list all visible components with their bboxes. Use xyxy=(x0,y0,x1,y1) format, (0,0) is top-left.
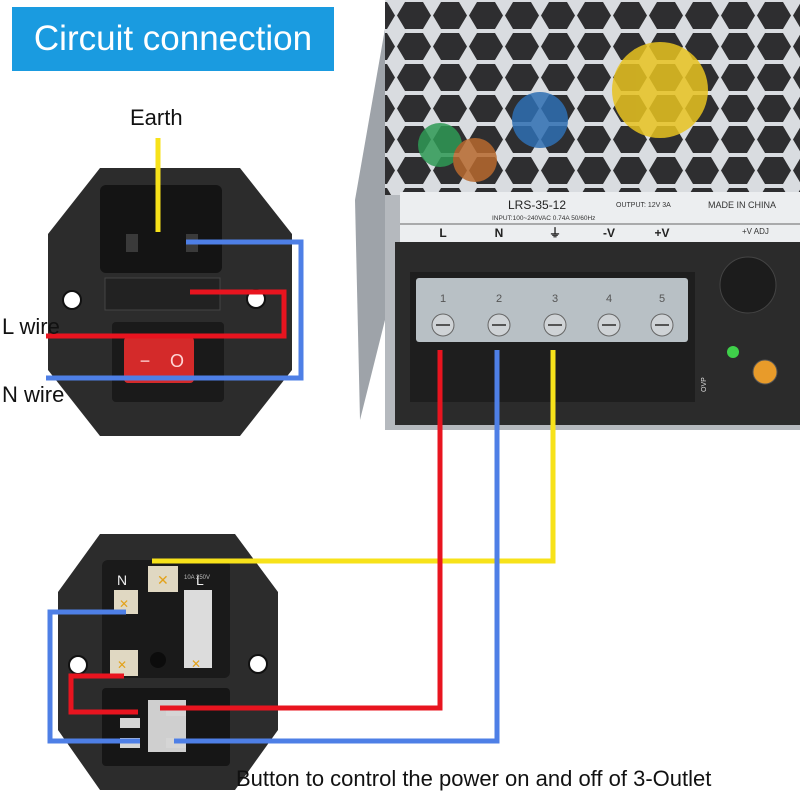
top-pin-left xyxy=(126,234,138,252)
top-mount-hole-left xyxy=(62,290,82,310)
bottom-mount-hole-right xyxy=(248,654,268,674)
terminal-label-4: -V xyxy=(603,226,615,240)
bottom-center-hole xyxy=(150,652,166,668)
top-rocker-switch[interactable] xyxy=(124,337,194,383)
bottom-l-tab xyxy=(184,590,212,668)
terminal-screw-2[interactable]: 2 xyxy=(487,293,511,337)
psu-led xyxy=(727,346,739,358)
psu-input-spec: INPUT:100~240VAC 0.74A 50/60Hz xyxy=(492,215,595,222)
terminal-number-5: 5 xyxy=(659,293,665,305)
terminal-number-4: 4 xyxy=(606,293,612,305)
svg-text:✕: ✕ xyxy=(117,658,127,672)
psu-made-in: MADE IN CHINA xyxy=(708,200,776,210)
live-wire-bottom xyxy=(68,673,138,715)
socket-rating: 10A 250V xyxy=(184,575,210,581)
svg-text:✕: ✕ xyxy=(157,572,169,588)
bottom-mount-hole-left xyxy=(68,655,88,675)
terminal-screw-1[interactable]: 1 xyxy=(431,293,455,337)
top-inlet xyxy=(100,185,222,273)
switch-on-symbol: O xyxy=(170,351,184,371)
neutral-wire-bottom xyxy=(47,609,140,744)
terminal-screws: 1 2 3 4 5 xyxy=(431,293,674,337)
terminal-number-1: 1 xyxy=(440,293,446,305)
title-banner: Circuit connection xyxy=(12,7,334,71)
psu-components xyxy=(418,42,708,182)
terminal-screw-5[interactable]: 5 xyxy=(650,293,674,337)
bottom-fuse-tab xyxy=(110,650,138,676)
neutral-wire-psu xyxy=(174,350,500,744)
terminal-number-3: 3 xyxy=(552,293,558,305)
caption: Button to control the power on and off o… xyxy=(236,766,712,791)
earth-wire-psu xyxy=(152,350,556,564)
pin-label-l: L xyxy=(196,572,204,588)
wiring xyxy=(46,138,556,744)
bottom-power-socket: ✕ ✕ ✕ ✕ N L 10A 250V xyxy=(58,534,278,790)
bottom-earth-tab xyxy=(148,566,178,592)
top-power-socket: − O xyxy=(48,168,292,436)
n-wire-label: N wire xyxy=(2,382,65,407)
banner-title: Circuit connection xyxy=(33,19,313,58)
terminal-label-3: ⏚ xyxy=(549,226,561,240)
terminal-label-5: +V xyxy=(654,226,669,240)
terminal-screw-3[interactable]: 3 xyxy=(543,293,567,337)
l-wire-label: L wire xyxy=(2,314,60,339)
psu-capacitor xyxy=(719,256,777,314)
live-wire-psu xyxy=(160,350,443,711)
adj-potentiometer[interactable] xyxy=(752,359,778,385)
psu-output-spec: OUTPUT: 12V 3A xyxy=(616,202,671,209)
adj-label: +V ADJ xyxy=(742,227,769,236)
live-wire-top xyxy=(46,289,287,339)
neutral-wire-top xyxy=(46,239,304,381)
terminal-label-1: L xyxy=(439,226,446,240)
psu-model: LRS-35-12 xyxy=(508,198,566,212)
pin-label-n: N xyxy=(117,572,127,588)
terminal-screw-4[interactable]: 4 xyxy=(597,293,621,337)
terminal-label-2: N xyxy=(495,226,504,240)
power-supply: LRS-35-12 INPUT:100~240VAC 0.74A 50/60Hz… xyxy=(355,0,800,430)
svg-text:✕: ✕ xyxy=(191,657,201,671)
svg-text:✕: ✕ xyxy=(119,597,129,611)
switch-off-symbol: − xyxy=(140,351,151,371)
earth-label: Earth xyxy=(130,105,183,130)
psu-label-plate xyxy=(400,192,800,242)
terminal-number-2: 2 xyxy=(496,293,502,305)
terminal-label-row: L N ⏚ -V +V xyxy=(439,226,669,240)
ovp-label: OVP xyxy=(701,377,708,392)
